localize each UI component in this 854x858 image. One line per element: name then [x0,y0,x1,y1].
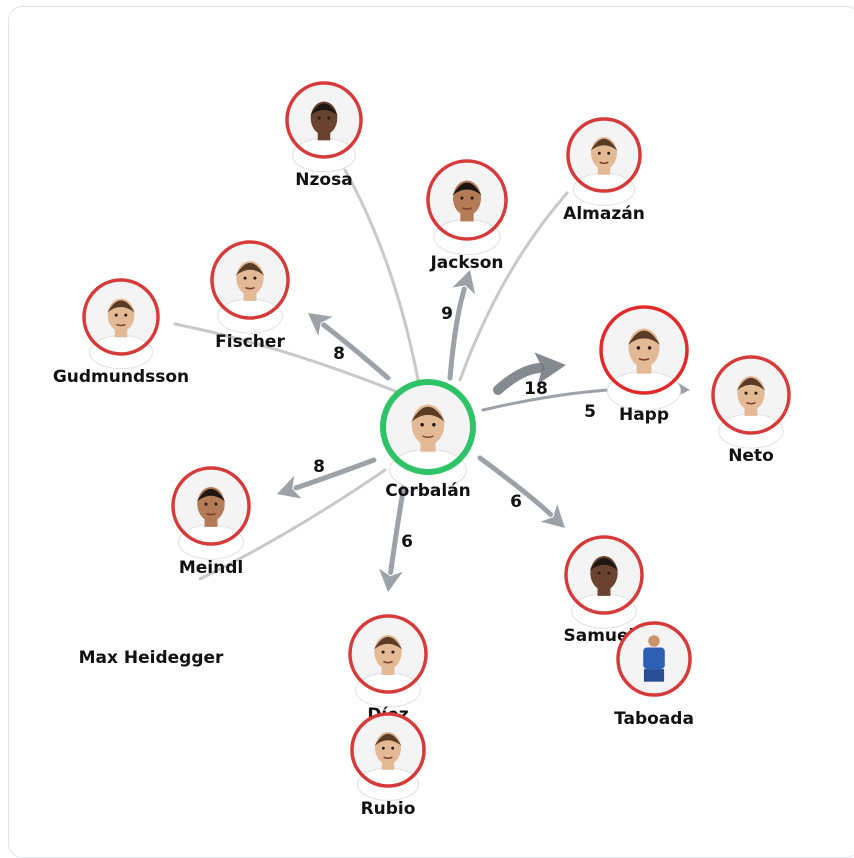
node-ring [566,117,642,193]
player-photo [175,470,247,560]
player-node-corbalan[interactable]: Corbalán [380,379,476,501]
arrowhead-meindl [277,475,302,499]
edge-label-fischer: 8 [333,344,345,364]
edge-meindl [293,457,377,491]
player-node-fischer[interactable]: Fischer [210,240,290,352]
arrowhead-samuels [540,504,565,528]
player-name-heidegger: Max Heidegger [79,648,224,668]
player-name-corbalan: Corbalán [385,481,471,501]
edge-samuels [477,455,554,517]
edge-label-meindl: 8 [313,457,325,477]
player-node-happ[interactable]: Happ [599,305,689,425]
player-node-neto[interactable]: Neto [711,355,791,466]
player-photo [430,163,504,256]
player-photo [385,384,471,491]
player-photo [354,716,422,801]
edge-nzosa [343,168,420,382]
player-name-almazan: Almazán [563,204,645,224]
node-ring [564,535,644,615]
edge-label-diez: 6 [401,532,413,552]
player-node-almazan[interactable]: Almazán [563,117,645,224]
edge-heidegger [198,468,387,581]
edge-label-jackson: 9 [441,304,453,324]
player-photo [715,359,787,449]
player-name-fischer: Fischer [215,332,285,352]
player-node-heidegger[interactable]: Max Heidegger [79,648,224,668]
node-ring [348,614,428,694]
player-node-jackson[interactable]: Jackson [426,159,508,273]
node-ring [426,159,508,241]
node-ring [285,81,363,159]
player-name-neto: Neto [728,446,774,466]
node-ring [82,278,160,356]
player-photo [620,625,688,693]
player-photo [568,539,640,629]
node-ring [380,379,476,475]
node-ring [616,621,692,697]
player-node-rubio[interactable]: Rubio [350,712,426,819]
edge-fischer [321,322,391,381]
edge-label-neto: 5 [584,402,596,422]
player-name-meindl: Meindl [179,558,243,578]
player-name-happ: Happ [619,405,669,425]
arrowhead-fischer [308,313,333,336]
player-name-taboada: Taboada [614,709,694,729]
player-node-meindl[interactable]: Meindl [171,466,251,578]
player-node-taboada[interactable]: Taboada [614,621,694,729]
player-name-rubio: Rubio [361,799,416,819]
player-photo [352,618,424,708]
player-photo [603,309,685,411]
node-ring [210,240,290,320]
arrowhead-jackson [452,270,476,295]
node-ring [171,466,251,546]
edge-jackson [447,286,467,381]
edge-label-happ: 18 [524,379,548,399]
arrowhead-diez [379,568,403,592]
player-name-gudmundsson: Gudmundsson [53,367,189,387]
edge-happ [493,362,545,395]
edge-label-samuels: 6 [510,492,522,512]
arrowhead-happ [534,352,566,385]
player-node-nzosa[interactable]: Nzosa [285,81,363,190]
player-photo [570,121,638,206]
plain-edges [173,168,569,581]
node-ring [350,712,426,788]
edge-almazan [458,191,569,382]
player-node-gudmundsson[interactable]: Gudmundsson [53,278,189,387]
node-ring [599,305,689,395]
player-node-diez[interactable]: Díez [348,614,428,725]
player-name-nzosa: Nzosa [295,170,352,190]
node-ring [711,355,791,435]
player-photo [214,244,286,334]
edge-gudmundsson [173,322,407,397]
player-photo [86,282,156,370]
player-photo [289,85,359,173]
player-name-jackson: Jackson [429,253,503,273]
edge-labels: 18 9 8 8 6 6 5 [313,304,596,552]
edge-diez [388,482,407,575]
